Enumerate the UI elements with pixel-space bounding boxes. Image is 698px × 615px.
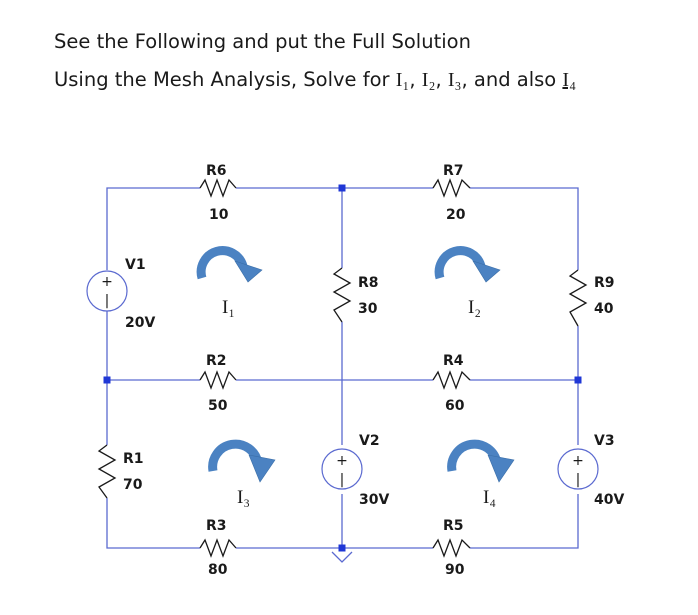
question-sep-3: , and also bbox=[461, 68, 563, 91]
label-r9-name: R9 bbox=[594, 275, 615, 291]
label-r5-name: R5 bbox=[443, 518, 464, 534]
label-r1-value: 70 bbox=[123, 477, 143, 493]
label-r7-name: R7 bbox=[443, 163, 464, 179]
mesh-arrow-1-icon bbox=[196, 246, 263, 283]
source-v2: + | bbox=[321, 448, 363, 490]
wires bbox=[106, 187, 579, 563]
node-middle-left bbox=[103, 376, 111, 384]
resistor-r1 bbox=[97, 444, 117, 499]
question-i2: I₂ bbox=[421, 69, 436, 91]
label-r6-value: 10 bbox=[209, 207, 229, 223]
resistor-r9 bbox=[568, 269, 588, 327]
mesh-arrow-4-icon bbox=[447, 439, 515, 483]
bottom-node-triangle bbox=[331, 551, 353, 563]
label-r7-value: 20 bbox=[446, 207, 466, 223]
mesh-arrow-3-icon bbox=[208, 439, 276, 483]
nodes bbox=[103, 184, 582, 552]
wire-top-left bbox=[106, 187, 200, 262]
question-sep-1: , bbox=[409, 68, 422, 91]
question-sep-2: , bbox=[435, 68, 448, 91]
label-v2-name: V2 bbox=[359, 433, 380, 449]
source-v1: + | bbox=[86, 262, 128, 320]
resistor-r3 bbox=[199, 538, 237, 558]
node-top-center bbox=[338, 184, 346, 192]
resistor-r6 bbox=[199, 178, 237, 198]
v3-circle bbox=[557, 448, 599, 490]
label-r8-value: 30 bbox=[358, 301, 378, 317]
voltage-sources: + | + | + | bbox=[86, 262, 599, 490]
label-r8-name: R8 bbox=[358, 275, 379, 291]
v3-plus: + bbox=[572, 453, 584, 469]
resistor-r4 bbox=[432, 370, 471, 390]
label-r3-name: R3 bbox=[206, 518, 227, 534]
label-r2-value: 50 bbox=[208, 398, 228, 414]
question-i1: I₁ bbox=[395, 69, 410, 91]
v1-minus: | bbox=[105, 293, 110, 309]
mesh-arrows bbox=[196, 246, 515, 483]
wire-top-right bbox=[470, 187, 579, 270]
question-line-1: See the Following and put the Full Solut… bbox=[54, 30, 471, 53]
v2-circle bbox=[321, 448, 363, 490]
label-r5-value: 90 bbox=[445, 562, 465, 578]
label-r1-name: R1 bbox=[123, 451, 144, 467]
label-r4-value: 60 bbox=[445, 398, 465, 414]
question-i3: I₃ bbox=[447, 69, 462, 91]
resistor-r2 bbox=[199, 370, 237, 390]
label-mesh-i4: I₄ bbox=[483, 487, 496, 508]
resistor-r7 bbox=[432, 178, 471, 198]
source-v3: + | bbox=[557, 448, 599, 490]
resistor-r5 bbox=[432, 538, 471, 558]
question-line-2: Using the Mesh Analysis, Solve for I₁, I… bbox=[54, 68, 576, 92]
question-prefix: Using the Mesh Analysis, Solve for bbox=[54, 68, 396, 91]
wire-left-lower bbox=[106, 498, 200, 549]
v2-plus: + bbox=[336, 453, 348, 469]
node-bottom-center bbox=[338, 544, 346, 552]
mesh-current-labels: I₁ I₂ I₃ I₄ bbox=[222, 297, 496, 508]
v1-plus: + bbox=[101, 274, 113, 290]
label-r3-value: 80 bbox=[208, 562, 228, 578]
v3-minus: | bbox=[576, 472, 581, 488]
label-r9-value: 40 bbox=[594, 301, 614, 317]
label-mesh-i1: I₁ bbox=[222, 297, 235, 318]
label-mesh-i2: I₂ bbox=[468, 297, 481, 318]
component-labels: R6 10 R7 20 V1 20V R8 30 R9 40 R2 50 R4 … bbox=[123, 163, 624, 578]
label-v1-value: 20V bbox=[125, 315, 155, 331]
resistor-r8 bbox=[332, 267, 352, 323]
label-mesh-i3: I₃ bbox=[237, 487, 250, 508]
question-i4: I₄ bbox=[562, 69, 577, 91]
label-v3-value: 40V bbox=[594, 492, 624, 508]
v2-minus: | bbox=[340, 472, 345, 488]
label-v1-name: V1 bbox=[125, 257, 146, 273]
resistors bbox=[97, 178, 588, 558]
node-middle-right bbox=[574, 376, 582, 384]
mesh-arrow-2-icon bbox=[434, 246, 501, 283]
wire-right-lower bbox=[470, 494, 579, 549]
label-v2-value: 30V bbox=[359, 492, 389, 508]
label-r6-name: R6 bbox=[206, 163, 227, 179]
label-v3-name: V3 bbox=[594, 433, 615, 449]
label-r2-name: R2 bbox=[206, 353, 227, 369]
label-r4-name: R4 bbox=[443, 353, 464, 369]
